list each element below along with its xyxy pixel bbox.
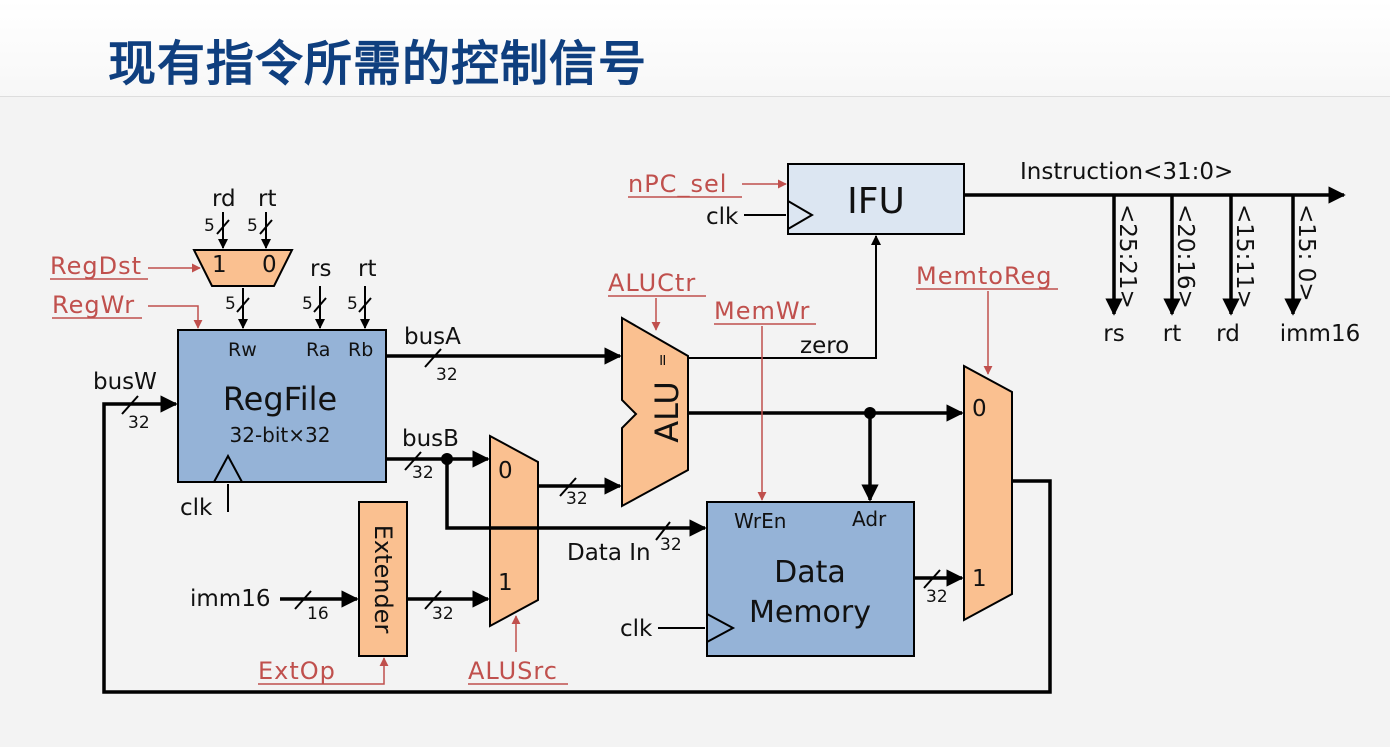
field-rs-name: rs bbox=[1103, 321, 1124, 347]
rw-width: 5 bbox=[225, 294, 236, 314]
field-rd-bits: <15:11> bbox=[1231, 204, 1257, 309]
dm-out-slash bbox=[923, 569, 941, 589]
busb-width: 32 bbox=[412, 463, 434, 483]
zero-label: zero bbox=[800, 333, 849, 359]
busw-wire bbox=[102, 395, 1052, 694]
regfile-ra-label: Ra bbox=[306, 339, 330, 361]
regfile-rw-label: Rw bbox=[228, 339, 257, 361]
data-memory-name-line1: Data bbox=[774, 555, 846, 590]
regfile-clk-label: clk bbox=[180, 495, 213, 521]
busb-slash bbox=[404, 451, 422, 471]
alu-equal-sign: = bbox=[653, 353, 672, 366]
zero-wire bbox=[688, 235, 881, 359]
title-bar: 现有指令所需的控制信号 bbox=[0, 0, 1390, 97]
field-rd-name: rd bbox=[1216, 321, 1240, 347]
rd-width: 5 bbox=[204, 216, 215, 236]
instruction-label: Instruction<31:0> bbox=[1020, 159, 1233, 185]
extender-name: Extender bbox=[369, 525, 397, 634]
dm-out-width: 32 bbox=[926, 587, 948, 607]
rb-slash bbox=[358, 297, 372, 313]
busw-slash bbox=[121, 395, 139, 415]
extender-out-width: 32 bbox=[432, 604, 454, 624]
ifu-name: IFU bbox=[847, 181, 905, 222]
busa-label: busA bbox=[404, 324, 461, 350]
alusrc-out-slash bbox=[559, 477, 577, 497]
memtoreg-mux-input-0: 0 bbox=[972, 396, 987, 422]
data-in-width: 32 bbox=[660, 535, 682, 555]
rt-slash bbox=[259, 219, 273, 235]
data-memory-clk-triangle bbox=[706, 613, 736, 643]
busw-width: 32 bbox=[128, 413, 150, 433]
dm-clk-label: clk bbox=[620, 616, 653, 642]
data-in-slash bbox=[655, 521, 671, 541]
rd-label: rd bbox=[212, 186, 236, 212]
ifu-clk-triangle bbox=[787, 200, 814, 230]
alu-name: ALU bbox=[648, 381, 686, 443]
alusrc-signal: ALUSrc bbox=[468, 657, 558, 685]
ra-width: 5 bbox=[302, 294, 313, 314]
data-memory-wren-label: WrEn bbox=[734, 509, 786, 533]
busw-label: busW bbox=[93, 369, 157, 395]
memwr-signal: MemWr bbox=[714, 297, 810, 325]
regwr-arrow bbox=[148, 305, 203, 329]
rt-width: 5 bbox=[247, 216, 258, 236]
extender-block bbox=[358, 501, 408, 657]
regwr-signal: RegWr bbox=[52, 291, 135, 319]
ifu-block bbox=[787, 163, 965, 235]
memtoreg-mux-input-1: 1 bbox=[972, 566, 987, 592]
data-memory-adr-label: Adr bbox=[852, 507, 887, 531]
data-memory-name-line2: Memory bbox=[749, 595, 871, 630]
field-imm-bits: <15: 0> bbox=[1293, 204, 1319, 302]
regdst-mux-input-1: 1 bbox=[212, 252, 227, 278]
regdst-mux-input-0: 0 bbox=[262, 252, 277, 278]
field-imm-name: imm16 bbox=[1280, 321, 1360, 347]
busa-width: 32 bbox=[436, 365, 458, 385]
memtoreg-signal: MemtoReg bbox=[916, 262, 1053, 290]
alusrc-out-width: 32 bbox=[566, 489, 588, 509]
imm16-slash bbox=[294, 590, 312, 610]
extop-signal: ExtOp bbox=[258, 657, 336, 685]
field-rt-bits: <20:16> bbox=[1172, 204, 1198, 309]
regfile-block bbox=[177, 329, 387, 483]
rb-width: 5 bbox=[347, 294, 358, 314]
rd-slash bbox=[216, 219, 230, 235]
field-rt-name: rt bbox=[1163, 321, 1181, 347]
rt2-label: rt bbox=[358, 256, 376, 282]
ra-slash bbox=[313, 297, 327, 313]
alusrc-mux bbox=[489, 434, 539, 628]
regfile-rb-label: Rb bbox=[348, 339, 373, 361]
alusrc-mux-input-0: 0 bbox=[498, 458, 513, 484]
regdst-mux bbox=[192, 249, 294, 287]
field-rs-bits: <25:21> bbox=[1114, 204, 1140, 309]
regfile-size: 32-bit×32 bbox=[230, 423, 331, 447]
imm16-width: 16 bbox=[307, 604, 329, 624]
busb-label: busB bbox=[402, 426, 459, 452]
alu-block bbox=[621, 316, 689, 508]
rs-label: rs bbox=[310, 256, 331, 282]
data-memory-block bbox=[706, 501, 915, 657]
imm16-input-label: imm16 bbox=[190, 586, 270, 612]
busa-slash bbox=[424, 348, 442, 368]
regdst-signal: RegDst bbox=[50, 252, 142, 280]
rw-slash bbox=[236, 297, 250, 313]
page-title: 现有指令所需的控制信号 bbox=[108, 36, 648, 92]
extop-arrow bbox=[340, 657, 389, 685]
npc-sel-signal: nPC_sel bbox=[628, 170, 727, 198]
regfile-name: RegFile bbox=[223, 380, 337, 418]
rt-label: rt bbox=[258, 186, 276, 212]
aluctr-signal: ALUCtr bbox=[608, 269, 696, 297]
data-in-label: Data In bbox=[567, 540, 651, 566]
alusrc-mux-input-1: 1 bbox=[498, 570, 513, 596]
memtoreg-mux bbox=[963, 364, 1013, 622]
ifu-clk-label: clk bbox=[706, 204, 739, 230]
extender-out-slash bbox=[424, 590, 442, 610]
data-in-wire bbox=[445, 459, 707, 537]
regfile-clk-triangle bbox=[213, 453, 243, 483]
